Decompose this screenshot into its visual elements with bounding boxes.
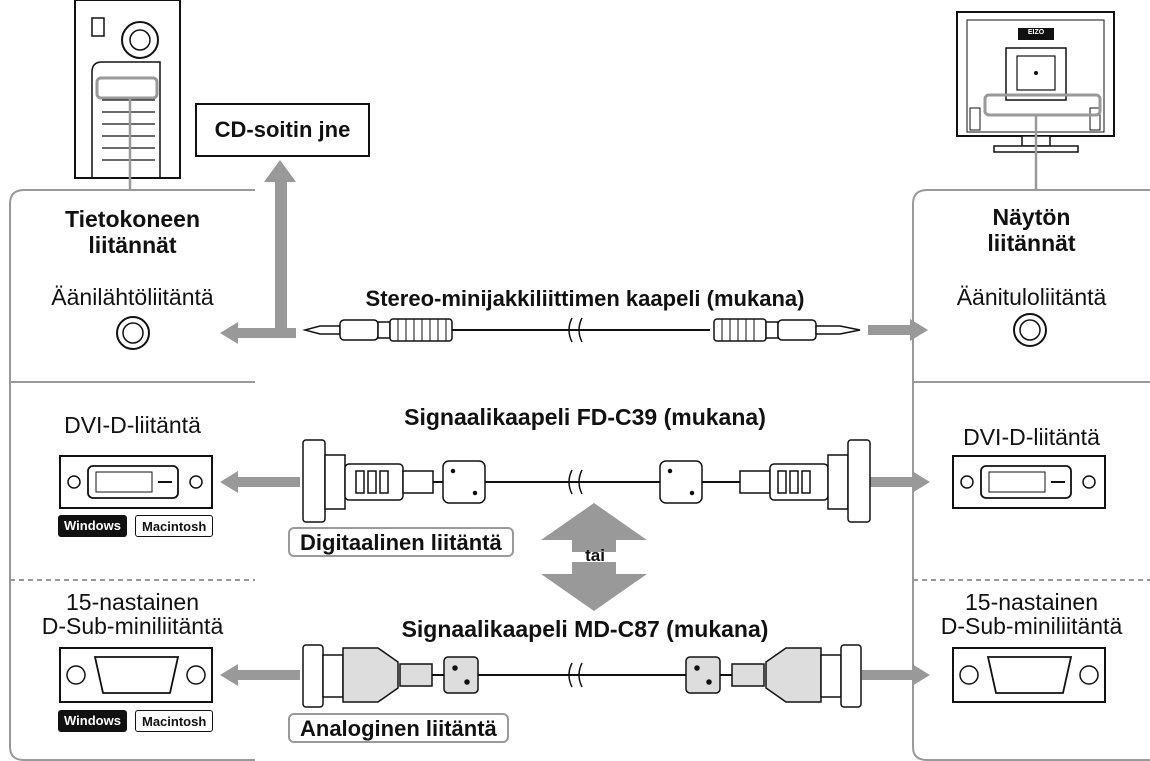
macintosh-badge: Macintosh (135, 710, 214, 732)
dvi-cable-label: Signaalikaapeli FD-C39 (mukana) (404, 404, 766, 430)
analog-cable-label: Signaalikaapeli MD-C87 (mukana) (401, 616, 769, 642)
computer-heading-line1: Tietokoneen (64, 206, 201, 232)
analog-connection-label: Analoginen liitäntä (288, 713, 509, 743)
dsub-cable-illustration (302, 644, 862, 708)
computer-dsub-label-line2: D-Sub-miniliitäntä (41, 613, 224, 639)
digital-connection-label: Digitaalinen liitäntä (288, 527, 514, 557)
audio-arrow-right (868, 319, 928, 341)
pc-tower-illustration (74, 0, 181, 190)
cd-branch-arrow (264, 160, 296, 330)
dvi-cable-illustration (302, 439, 871, 523)
computer-dsub-label-line1: 15-nastainen (66, 589, 199, 615)
computer-heading-line2: liitännät (88, 232, 177, 258)
monitor-logo: EIZO (1027, 29, 1045, 36)
or-double-arrow (541, 503, 647, 611)
windows-badge: Windows (58, 710, 127, 732)
dvi-port-icon-monitor (952, 455, 1106, 509)
audio-in-label: Äänituloliitäntä (956, 284, 1107, 310)
computer-panel (9, 189, 255, 761)
computer-dvi-label: DVI-D-liitäntä (64, 412, 201, 438)
dsub-port-icon-computer (59, 647, 213, 703)
dsub-port-icon-monitor (952, 647, 1106, 703)
dvi-port-icon-computer (59, 455, 213, 509)
dsub-arrow-right (862, 664, 930, 686)
dsub-arrow-left (220, 664, 300, 686)
cd-player-box: CD-soitin jne (195, 103, 370, 157)
monitor-heading-line1: Näytön (992, 204, 1071, 230)
cd-player-label: CD-soitin jne (214, 117, 351, 142)
macintosh-badge: Macintosh (135, 515, 214, 537)
monitor-dvi-label: DVI-D-liitäntä (963, 424, 1100, 450)
audio-out-label: Äänilähtöliitäntä (51, 284, 214, 310)
stereo-cable-label: Stereo-minijakkiliittimen kaapeli (mukan… (365, 286, 805, 311)
monitor-dsub-label-line2: D-Sub-miniliitäntä (940, 613, 1123, 639)
or-label: tai (585, 546, 605, 565)
monitor-heading-line2: liitännät (987, 230, 1076, 256)
windows-badge: Windows (58, 515, 127, 537)
monitor-rear-illustration (956, 11, 1115, 190)
dvi-arrow-right (862, 471, 930, 493)
audio-arrow-left (220, 322, 296, 344)
dvi-arrow-left (220, 471, 300, 493)
stereo-cable-illustration (302, 317, 861, 343)
monitor-dsub-label-line1: 15-nastainen (965, 589, 1098, 615)
